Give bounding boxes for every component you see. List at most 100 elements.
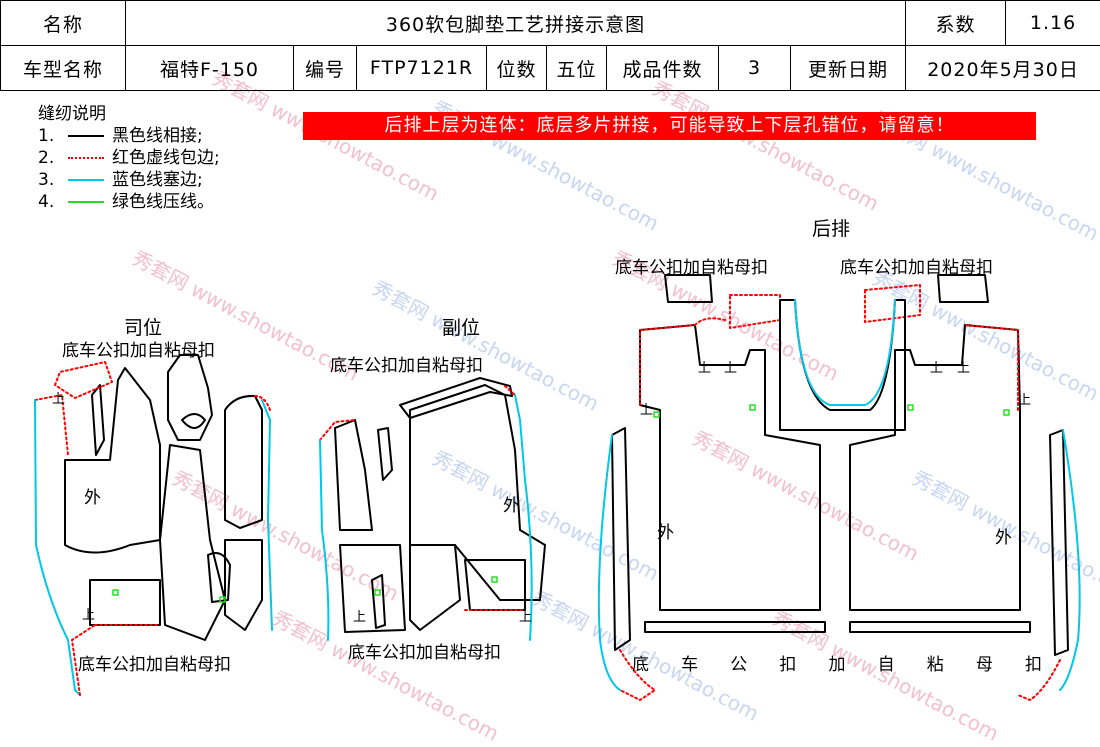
passenger-top-strip: [399, 377, 513, 419]
document-title: 360软包脚垫工艺拼接示意图: [124, 0, 907, 46]
passenger-outer-label: 外: [503, 496, 520, 516]
top-mark: 上: [1018, 393, 1032, 408]
passenger-lower-left: [339, 544, 406, 633]
seats-value: 五位: [546, 45, 607, 91]
rear-right-fastener-note: 底车公扣加自粘母扣: [840, 258, 993, 278]
rear-left-outer-label: 外: [657, 523, 674, 543]
legend-item-green: 4. 绿色线压线。: [38, 192, 214, 212]
model-value: 福特F-150: [125, 45, 294, 91]
passenger-heel-panel: [464, 559, 526, 611]
black-line-swatch: [68, 135, 104, 137]
green-press-mark: [491, 576, 498, 583]
blue-line-swatch: [68, 179, 104, 181]
passenger-mat: [319, 377, 546, 641]
green-press-mark: [219, 596, 226, 603]
top-mark: 上: [640, 403, 654, 418]
rear-right-top-block: [937, 274, 989, 303]
rear-left-tuck: [597, 434, 621, 691]
rear-right-binding: [964, 324, 1061, 701]
driver-right-tuck: [261, 399, 273, 631]
driver-heel-panel: [89, 579, 161, 626]
passenger-bottom-fastener-note: 底车公扣加自粘母扣: [348, 643, 501, 663]
green-press-mark: [1003, 409, 1010, 416]
driver-tunnel-panel: [224, 394, 263, 529]
count-label: 成品件数: [606, 45, 719, 91]
coef-label: 系数: [905, 0, 1007, 46]
driver-right-binding: [254, 395, 271, 411]
date-label: 更新日期: [789, 45, 907, 91]
header-table: 名称 360软包脚垫工艺拼接示意图 系数 1.16 车型名称 福特F-150 编…: [0, 0, 1100, 91]
count-value: 3: [718, 45, 791, 91]
passenger-right-tuck: [514, 394, 533, 641]
rear-left-side-panel: [611, 427, 631, 651]
rear-bottom-right-strip: [849, 621, 1031, 633]
passenger-section-title: 副位: [442, 317, 481, 339]
green-press-mark: [653, 411, 660, 418]
driver-left-tuck: [34, 399, 81, 696]
rear-bottom-fastener-note: 底 车 公 扣 加 自 粘 母 扣: [632, 655, 1042, 675]
rear-section-title: 后排: [812, 218, 851, 240]
rear-right-top-strip: [864, 284, 921, 323]
top-mark: 上: [698, 361, 712, 376]
top-mark: 上: [930, 361, 944, 376]
date-value: 2020年5月30日: [905, 45, 1100, 91]
red-dotted-swatch: [68, 157, 104, 159]
top-mark: 上: [52, 392, 66, 407]
rear-upper-left: [639, 324, 821, 611]
warning-banner: 后排上层为连体：底层多片拼接，可能导致上下层孔错位，请留意！: [303, 112, 1036, 140]
passenger-lower-mid: [409, 544, 461, 631]
driver-slot-b: [207, 552, 231, 603]
green-press-mark: [749, 404, 756, 411]
rear-left-fastener-note: 底车公扣加自粘母扣: [615, 258, 768, 278]
driver-bottom-fastener-note: 底车公扣加自粘母扣: [78, 655, 231, 675]
rear-left-top-strip: [729, 294, 781, 329]
driver-center-strip: [159, 444, 226, 641]
driver-top-fastener-note: 底车公扣加自粘母扣: [62, 341, 215, 361]
legend-item-black: 1. 黑色线相接;: [38, 126, 203, 146]
driver-left-binding: [34, 394, 69, 456]
passenger-left-binding: [319, 419, 356, 441]
top-mark: 上: [957, 361, 971, 376]
passenger-slot-a: [377, 427, 393, 481]
driver-pedal-loop: [167, 354, 213, 441]
rear-left-binding: [619, 317, 726, 701]
rear-right-tuck: [1059, 429, 1081, 691]
passenger-slot-b: [371, 574, 386, 629]
top-mark: 上: [519, 610, 533, 625]
name-label: 名称: [0, 0, 126, 46]
code-label: 编号: [293, 45, 357, 91]
legend-item-blue: 3. 蓝色线塞边;: [38, 170, 203, 190]
passenger-top-binding: [504, 385, 516, 396]
top-mark: 上: [82, 608, 96, 623]
model-label: 车型名称: [0, 45, 126, 91]
passenger-left-tuck: [319, 439, 330, 641]
rear-right-side-panel: [1049, 429, 1069, 656]
driver-right-lower: [224, 539, 263, 631]
code-value: FTP7121R: [356, 45, 487, 91]
passenger-left-panel: [334, 419, 373, 531]
driver-section-title: 司位: [124, 317, 163, 339]
green-press-mark: [374, 589, 381, 596]
driver-pedal-inner: [181, 413, 206, 429]
driver-slot-a: [91, 384, 105, 456]
green-line-swatch: [68, 201, 104, 203]
top-mark: 上: [353, 610, 367, 625]
passenger-top-fastener-note: 底车公扣加自粘母扣: [330, 356, 483, 376]
coef-value: 1.16: [1005, 0, 1100, 46]
driver-mat: [34, 354, 273, 696]
legend-item-red: 2. 红色虚线包边;: [38, 148, 220, 168]
seats-label: 位数: [486, 45, 547, 91]
rear-left-top-block: [664, 274, 713, 303]
driver-outer-label: 外: [84, 488, 101, 508]
rear-upper-right: [849, 324, 1021, 611]
driver-bottom-binding: [71, 624, 96, 696]
green-press-mark: [112, 589, 119, 596]
rear-bottom-left-strip: [644, 621, 826, 633]
sewing-legend: 缝纫说明 1. 黑色线相接; 2. 红色虚线包边; 3. 蓝色线塞边; 4. 绿…: [38, 103, 220, 213]
rear-hump-tuck: [794, 299, 896, 406]
rear-right-outer-label: 外: [995, 528, 1012, 548]
driver-top-flap: [54, 361, 113, 399]
green-press-mark: [907, 404, 914, 411]
rear-mat: [597, 274, 1081, 701]
